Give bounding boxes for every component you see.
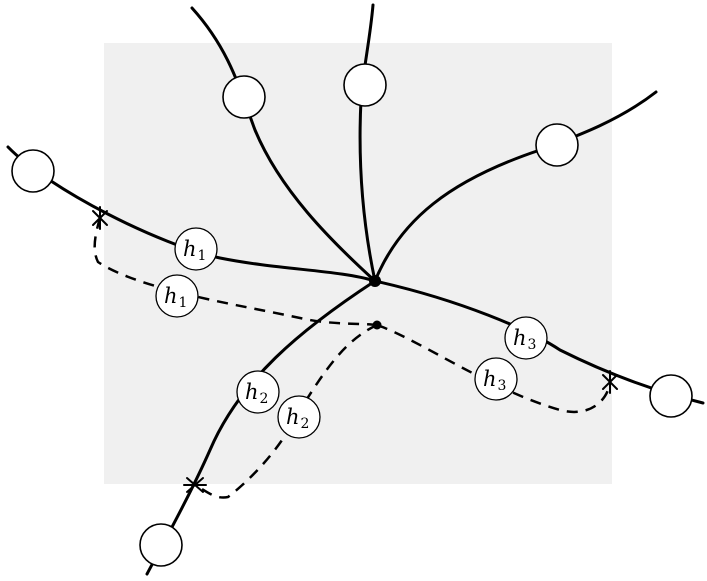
label-subscript: 2	[260, 391, 269, 407]
label-text: h	[164, 284, 178, 308]
label-node-h3-solid: h3	[504, 316, 548, 360]
dashed-path-h3	[376, 323, 612, 414]
node-left	[11, 149, 55, 193]
label-subscript: 1	[179, 295, 188, 311]
node-bottom	[139, 523, 183, 567]
edge-top-center	[358, 3, 377, 283]
label-node-h2-solid: h2	[236, 370, 280, 414]
svg-text:h2: h2	[245, 380, 268, 407]
label-node-h1-dashed: h1	[155, 274, 199, 318]
label-subscript: 3	[498, 378, 507, 394]
node-top-right	[535, 123, 579, 167]
label-node-h1-solid: h1	[174, 227, 218, 271]
cross-marker-right	[602, 370, 618, 394]
label-text: h	[183, 237, 197, 261]
label-subscript: 2	[301, 416, 310, 432]
dashed-path-h1	[93, 217, 378, 327]
label-node-h2-dashed: h2	[277, 395, 321, 439]
node-top-left	[222, 75, 266, 119]
label-subscript: 3	[528, 337, 537, 353]
svg-text:h2: h2	[286, 405, 309, 432]
svg-text:h3: h3	[513, 326, 536, 353]
cross-marker-left	[92, 206, 108, 230]
label-text: h	[483, 367, 497, 391]
label-text: h	[513, 326, 527, 350]
center-vertex-copy	[372, 320, 382, 330]
center-vertex	[369, 275, 381, 287]
label-subscript: 1	[198, 248, 207, 264]
edge-top-right	[373, 90, 658, 283]
edge-top-left	[190, 6, 377, 283]
dashed-path-h2	[194, 323, 378, 499]
svg-text:h3: h3	[483, 367, 506, 394]
node-right	[649, 374, 693, 418]
svg-text:h1: h1	[164, 284, 187, 311]
cross-marker-bottom	[183, 477, 207, 493]
label-text: h	[245, 380, 259, 404]
label-text: h	[286, 405, 300, 429]
node-top-center	[343, 63, 387, 107]
svg-text:h1: h1	[183, 237, 206, 264]
label-node-h3-dashed: h3	[474, 357, 518, 401]
